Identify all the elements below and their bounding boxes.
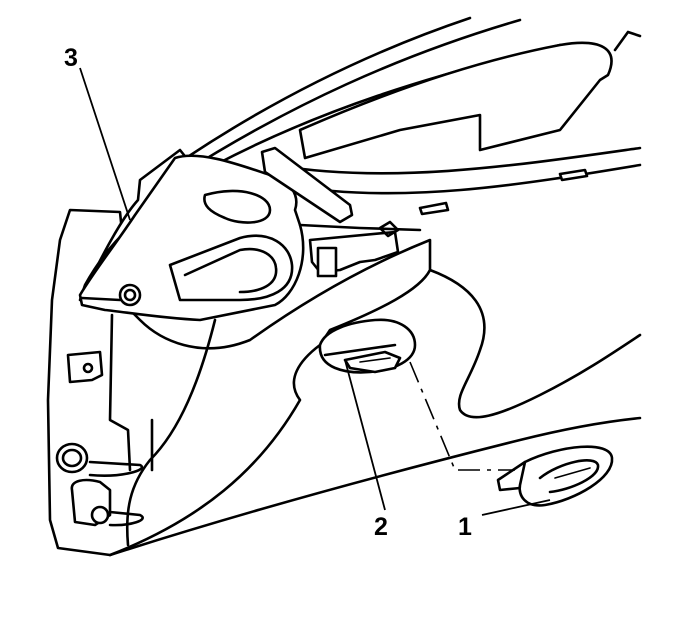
- leader-line-2: [344, 359, 386, 511]
- air-vent-outlet: [496, 445, 614, 507]
- upper-bracket: [260, 146, 422, 278]
- vent-retaining-clip: [343, 350, 402, 374]
- dash-support-bracket: [613, 30, 642, 52]
- side-tab: [66, 350, 104, 384]
- callout-2-label: 2: [374, 513, 388, 541]
- callout-3-label: 3: [64, 44, 78, 72]
- defroster-duct: [298, 41, 613, 160]
- lower-fasteners: [55, 442, 144, 527]
- callout-1-label: 1: [458, 513, 472, 541]
- leader-line-1: [481, 499, 551, 516]
- leader-line-3: [79, 67, 131, 221]
- instrument-panel-contour: [428, 268, 642, 419]
- instrument-panel-lower-edge: [108, 416, 642, 557]
- trim-panel-end-section: [78, 148, 305, 322]
- panel-inner-edges: [108, 313, 217, 547]
